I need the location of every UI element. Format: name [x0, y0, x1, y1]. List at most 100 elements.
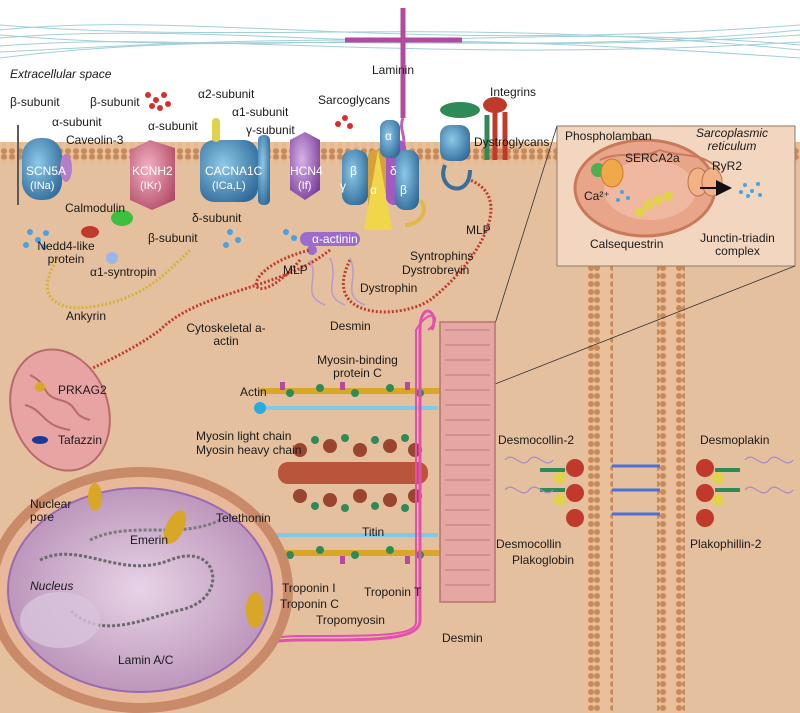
laminin-label: Laminin: [372, 63, 415, 77]
dystroglycans-shape: [440, 125, 472, 191]
potassium-ions: [145, 92, 353, 129]
intercalated-disc-membrane-left: [585, 262, 613, 713]
nucleus-label: Nucleus: [30, 579, 74, 593]
alpha1-syntropin-label: α1-syntropin: [90, 265, 157, 279]
alpha-actinin-label: α-actinin: [312, 232, 358, 246]
mlp-label-1: MLP: [283, 263, 308, 277]
alpha1-syntropin-shape: [111, 210, 133, 226]
desmosome: [504, 456, 794, 527]
junctin-triadin-label: Junctin-triadin complex: [700, 231, 775, 258]
actin-label: Actin: [240, 385, 267, 399]
myosin-binding-c-label: Myosin-binding protein C: [317, 353, 398, 380]
kcnh2-shape: [130, 140, 175, 210]
titin-label: Titin: [362, 525, 385, 539]
alpha-actinin-shape: [300, 232, 360, 246]
tafazzin-label: Tafazzin: [58, 433, 103, 447]
myosin-heavy-chain-label: Myosin heavy chain: [196, 443, 302, 457]
hcn4-shape: [290, 132, 320, 200]
sarcoglycan-alpha-glyph: α: [370, 183, 377, 197]
sarcoglycans-label: Sarcoglycans: [318, 93, 391, 107]
calsequestrin-shape: [635, 191, 673, 217]
scn5a-beta-subunit-label: β-subunit: [10, 95, 60, 109]
calsequestrin-label: Calsequestrin: [590, 237, 664, 251]
serca2a-shape: [600, 158, 624, 188]
serca2a-label: SERCA2a: [625, 151, 680, 165]
alpha2-subunit-label: α2-subunit: [198, 87, 255, 101]
scn5a-shape: [17, 125, 72, 205]
sarcoplasmic-reticulum: [573, 138, 762, 238]
hcn4-label: HCN4: [290, 164, 323, 178]
desmin-label-2: Desmin: [442, 631, 483, 645]
desmin-lattice: [439, 321, 496, 603]
nedd4-label: Nedd4-like protein: [37, 239, 95, 266]
dystrobrevin-label: Dystrobrevin: [402, 263, 470, 277]
desmin-label-1: Desmin: [330, 319, 371, 333]
delta-subunit-label: δ-subunit: [192, 211, 242, 225]
laminin: [345, 8, 462, 118]
gamma-subunit-label: γ-subunit: [246, 123, 295, 137]
mitochondrion: [9, 348, 111, 472]
dystroglycans-label: Dystroglycans: [474, 135, 550, 149]
thick-filament: [278, 462, 428, 484]
nucleus-shape: [0, 467, 293, 713]
desmocollin-label: Desmocollin: [496, 537, 562, 551]
cacna1c-label: CACNA1C: [205, 164, 263, 178]
scn5a-current-label: (INa): [30, 180, 55, 192]
nedd4-shape: [106, 252, 118, 264]
telethonin-label: Telethonin: [216, 511, 271, 525]
sarcoglycan-gamma-glyph: γ: [340, 179, 346, 193]
emerin-label: Emerin: [130, 533, 169, 547]
integrins: [440, 97, 508, 160]
ankyrin-fiber: [46, 248, 192, 310]
cacna1c-beta-subunit-label: β-subunit: [148, 231, 198, 245]
phospholamban-label: Phospholamban: [565, 129, 652, 143]
mlp-label-2: MLP: [466, 223, 491, 237]
kcnh2-alpha-subunit-label: α-subunit: [148, 119, 198, 133]
troponin-i-label: Troponin I: [282, 581, 336, 595]
ankyrin-label: Ankyrin: [66, 309, 107, 323]
scn5a-label: SCN5A: [26, 164, 67, 178]
syntrophins-shape: [404, 198, 426, 227]
cacna1c-shape: [200, 118, 270, 205]
troponin-c-label: Troponin C: [280, 597, 339, 611]
integrins-label: Integrins: [490, 85, 537, 99]
cacna1c-current-label: (ICa,L): [212, 180, 246, 192]
sodium-ions: [23, 229, 297, 250]
syntrophins-label: Syntrophins: [410, 249, 474, 263]
troponin-t-label: Troponin T: [364, 585, 422, 599]
myosin-light-chain-label: Myosin light chain: [196, 429, 292, 443]
desmocollin2-label: Desmocollin-2: [498, 433, 575, 447]
sarcoplasmic-reticulum-label: Sarcoplasmic reticulum: [695, 126, 769, 153]
desmoplakin-label: Desmoplakin: [700, 433, 770, 447]
intercalated-disc-membrane-right: [657, 262, 685, 713]
kcnh2-current-label: (IKr): [140, 180, 162, 192]
dystroglycan-alpha-glyph: α: [385, 129, 392, 143]
desmin-filaments-top: [309, 257, 366, 306]
sarcoglycan-delta-glyph: δ: [390, 164, 397, 178]
alpha1-subunit-label: α1-subunit: [232, 105, 289, 119]
kcnh2-beta-subunit-label: β-subunit: [90, 95, 140, 109]
extracellular-space-label: Extracellular space: [10, 67, 112, 81]
sarcoglycan-beta-glyph-2: β: [400, 183, 407, 197]
hcn4-current-label: (If): [298, 180, 312, 192]
ryr2-label: RyR2: [712, 159, 743, 173]
caveolin3-label: Caveolin-3: [66, 133, 124, 147]
prkag2-label: PRKAG2: [58, 383, 107, 397]
calmodulin-label: Calmodulin: [65, 201, 126, 215]
cytoskeletal-actin-label: Cytoskeletal a-actin: [186, 321, 266, 348]
sarcomere: [254, 382, 441, 564]
sarcoglycan-beta-glyph: β: [350, 164, 357, 178]
sarcoglycans-shape: [342, 120, 419, 230]
plakophillin2-label: Plakophillin-2: [690, 537, 762, 551]
dystrophin-label: Dystrophin: [360, 281, 418, 295]
tropomyosin-label: Tropomyosin: [316, 613, 385, 627]
nuclear-pore-label: Nuclear pore: [30, 497, 72, 524]
ca2-label: Ca²⁺: [584, 189, 610, 203]
kcnh2-label: KCNH2: [132, 164, 173, 178]
scn5a-alpha-subunit-label: α-subunit: [52, 115, 102, 129]
plakoglobin-label: Plakoglobin: [512, 553, 575, 567]
calmodulin-shape: [81, 226, 99, 238]
lamin-label: Lamin A/C: [118, 653, 174, 667]
